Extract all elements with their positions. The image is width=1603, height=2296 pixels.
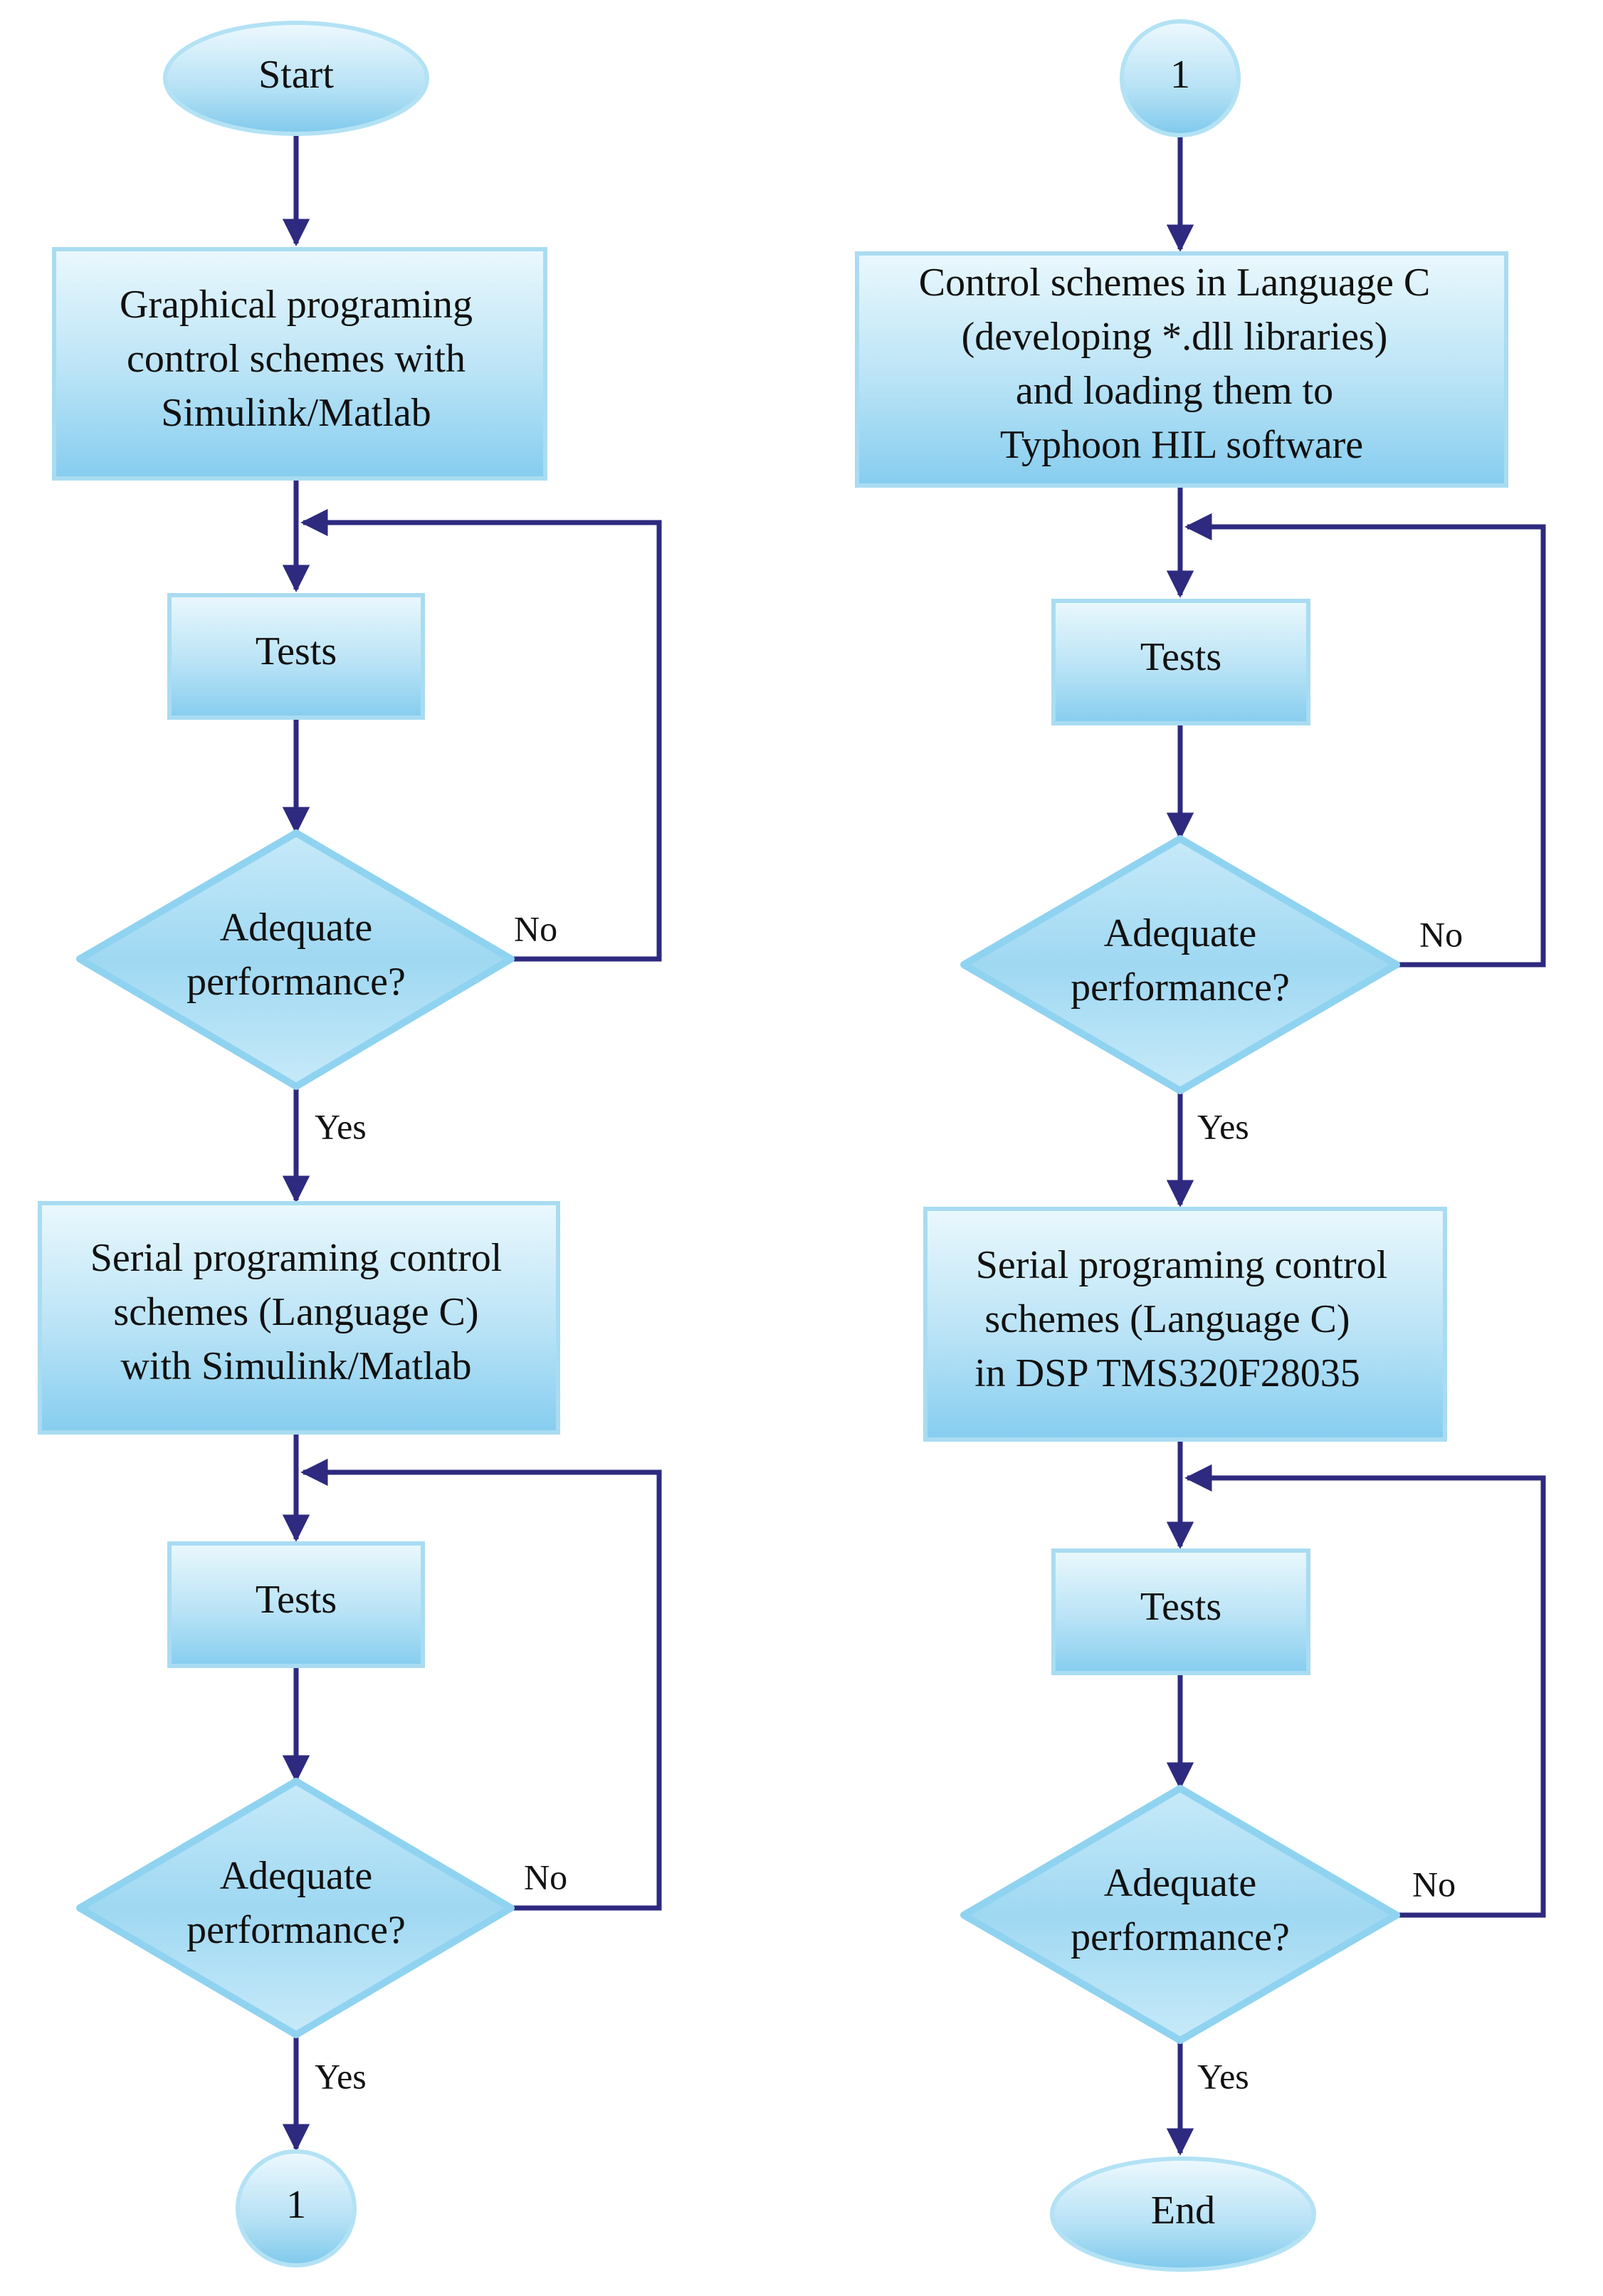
left-decision2: Adequate performance? bbox=[76, 1778, 515, 2038]
right-decision1-line1: Adequate bbox=[1104, 911, 1257, 955]
right-decision1-line2: performance? bbox=[1071, 965, 1290, 1010]
left-step2-line2: schemes (Language C) bbox=[113, 1290, 478, 1334]
right-step1-line1: Control schemes in Language C bbox=[919, 261, 1431, 305]
left-decision2-line2: performance? bbox=[186, 1908, 406, 1952]
loop-no1-right bbox=[1184, 513, 1546, 968]
end-label: End bbox=[1151, 2188, 1215, 2233]
left-decision1-line1: Adequate bbox=[220, 906, 373, 950]
left-step2-line1: Serial programing control bbox=[90, 1236, 503, 1280]
left-connector-out-label: 1 bbox=[286, 2183, 306, 2227]
right-step2-line1: Serial programing control bbox=[976, 1243, 1388, 1287]
left-decision1-line2: performance? bbox=[186, 960, 406, 1004]
left-connectors bbox=[282, 134, 662, 2151]
left-tests2-box: Tests bbox=[167, 1541, 425, 1668]
left-yes1-label: Yes bbox=[315, 1106, 367, 1146]
left-no1-label: No bbox=[514, 908, 557, 948]
right-decision2-line2: performance? bbox=[1071, 1915, 1290, 1959]
right-no1-label: No bbox=[1419, 914, 1463, 954]
right-step2-box: Serial programing control schemes (Langu… bbox=[923, 1207, 1447, 1442]
left-step1-line3: Simulink/Matlab bbox=[161, 391, 431, 435]
right-yes2-label: Yes bbox=[1197, 2056, 1249, 2096]
left-no2-label: No bbox=[524, 1857, 567, 1897]
left-step2-line3: with Simulink/Matlab bbox=[120, 1344, 471, 1388]
left-step1-line1: Graphical programing bbox=[120, 283, 473, 327]
right-connectors bbox=[1166, 135, 1546, 2156]
loop-no2 bbox=[300, 1458, 662, 1911]
right-tests2-label: Tests bbox=[1140, 1585, 1221, 1629]
left-yes2-label: Yes bbox=[315, 2056, 367, 2096]
end-terminal: End bbox=[1050, 2156, 1316, 2272]
left-decision1: Adequate performance? bbox=[76, 829, 515, 1090]
left-step1-line2: control schemes with bbox=[127, 337, 466, 381]
right-connector-in: 1 bbox=[1120, 19, 1241, 137]
left-step1-box: Graphical programing control schemes wit… bbox=[52, 247, 547, 481]
right-step2-line2: schemes (Language C) bbox=[984, 1297, 1350, 1341]
right-decision1: Adequate performance? bbox=[960, 835, 1400, 1094]
right-yes1-label: Yes bbox=[1197, 1106, 1249, 1146]
right-decision2-line1: Adequate bbox=[1104, 1861, 1257, 1905]
left-step2-box: Serial programing control schemes (Langu… bbox=[38, 1201, 560, 1435]
right-step1-line3: and loading them to bbox=[1016, 369, 1333, 413]
start-label: Start bbox=[258, 53, 334, 97]
right-tests1-label: Tests bbox=[1140, 635, 1221, 679]
left-tests1-box: Tests bbox=[167, 593, 425, 720]
loop-no1 bbox=[300, 508, 662, 962]
right-no2-label: No bbox=[1412, 1864, 1456, 1904]
start-terminal: Start bbox=[163, 21, 429, 136]
right-step1-line4: Typhoon HIL software bbox=[1000, 423, 1363, 467]
right-tests2-box: Tests bbox=[1051, 1548, 1310, 1675]
loop-no2-right bbox=[1184, 1464, 1546, 1918]
right-step1-box: Control schemes in Language C (developin… bbox=[855, 251, 1508, 488]
left-tests1-label: Tests bbox=[256, 629, 337, 673]
right-step1-line2: (developing *.dll libraries) bbox=[962, 315, 1388, 359]
right-decision2: Adequate performance? bbox=[960, 1785, 1400, 2044]
right-connector-in-label: 1 bbox=[1170, 53, 1190, 97]
left-tests2-label: Tests bbox=[256, 1578, 337, 1622]
left-connector-out: 1 bbox=[236, 2149, 357, 2268]
left-decision2-line1: Adequate bbox=[220, 1854, 373, 1898]
right-tests1-box: Tests bbox=[1051, 599, 1310, 725]
right-step2-line3: in DSP TMS320F28035 bbox=[974, 1351, 1360, 1395]
